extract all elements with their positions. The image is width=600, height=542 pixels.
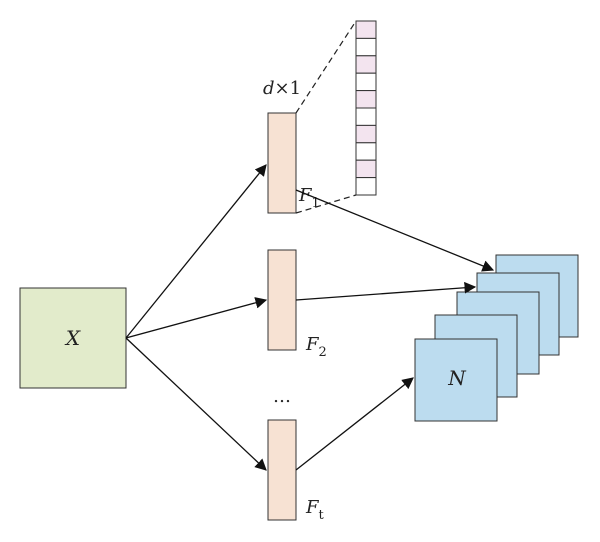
filter-1	[267, 112, 297, 214]
arrow-f1-to-map	[295, 189, 495, 272]
zoom-line-top	[295, 20, 357, 114]
ellipsis: …	[273, 386, 291, 407]
filter-1-label: F1	[298, 185, 320, 211]
input-label: X	[64, 326, 81, 350]
dimension-label: d×1	[263, 78, 301, 99]
feature-map-label: N	[447, 366, 467, 390]
vector-cell	[355, 124, 377, 144]
weight-vector	[355, 20, 377, 196]
arrow-f2-to-map	[295, 281, 477, 301]
vector-cell	[355, 142, 377, 161]
vector-cell	[355, 37, 377, 57]
filter-t	[267, 419, 297, 521]
filter-2	[267, 249, 297, 351]
filter-2-label: F2	[305, 334, 327, 360]
arrow-x-to-f2	[125, 297, 268, 339]
zoom-line-bottom	[295, 194, 357, 214]
arrow-x-to-ft	[125, 337, 267, 471]
filter-t-label: Ft	[305, 497, 325, 523]
feature-map-1	[414, 338, 498, 422]
arrow-ft-to-map	[295, 377, 414, 471]
vector-cell	[355, 177, 377, 196]
vector-cell	[355, 20, 377, 39]
vector-cell	[355, 90, 377, 109]
input-box	[19, 287, 127, 389]
vector-cell	[355, 72, 377, 92]
vector-cell	[355, 159, 377, 179]
vector-cell	[355, 55, 377, 74]
arrow-x-to-f1	[125, 164, 267, 339]
vector-cell	[355, 107, 377, 126]
